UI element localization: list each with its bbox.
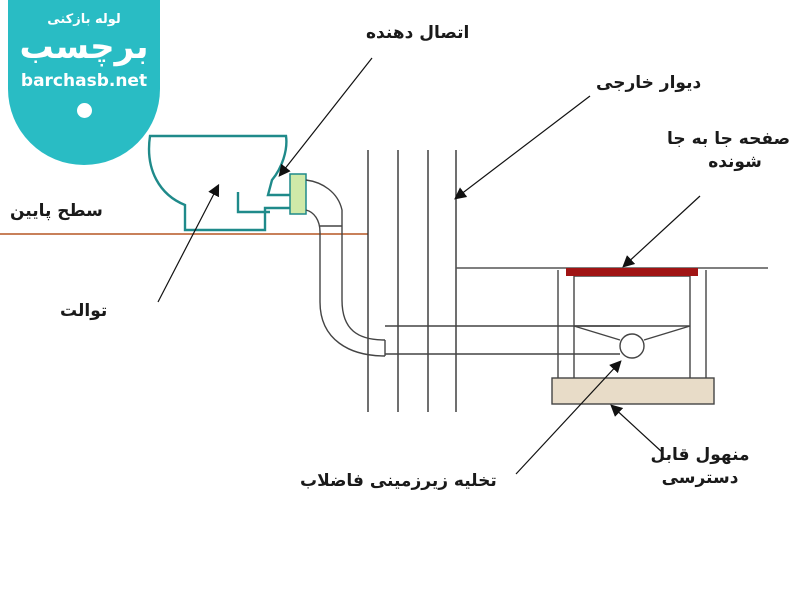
movable-plate (566, 268, 698, 276)
arrow-toilet (157, 183, 220, 303)
label-drain: تخلیه زیرزمینی فاضلاب (300, 471, 497, 491)
label-outer-wall: دیوار خارجی (596, 73, 702, 93)
label-plate-line1: صفحه جا به جا (667, 129, 790, 149)
arrow-coupling (278, 57, 373, 177)
badge-line1: لوله بازکنی (47, 12, 121, 27)
manhole-base (551, 377, 715, 405)
badge-line3: barchasb.net (20, 71, 148, 91)
label-plate-line2: شونده (708, 151, 762, 172)
label-manhole-line1: منهول قابل (650, 445, 750, 465)
arrow-plate (622, 195, 701, 268)
label-manhole-line2: دسترسی (661, 467, 739, 488)
badge-line2: برچسب (19, 27, 149, 67)
arrow-manhole (610, 404, 663, 453)
manhole (557, 270, 707, 378)
label-coupling: اتصال دهنده (366, 23, 470, 43)
label-toilet: توالت (60, 301, 108, 321)
toilet-shape (147, 134, 294, 232)
arrow-drain (515, 360, 622, 475)
coupling-shape (289, 173, 307, 215)
outer-wall (367, 150, 457, 412)
badge-dot (76, 103, 92, 118)
logo-badge: لوله بازکنی برچسب barchasb.net (8, 0, 160, 165)
label-plate: صفحه جا به جا شونده (667, 128, 790, 174)
label-manhole: منهول قابل دسترسی (630, 444, 770, 490)
label-lower-surface: سطح پایین (10, 201, 103, 221)
arrow-outer-wall (454, 95, 591, 200)
